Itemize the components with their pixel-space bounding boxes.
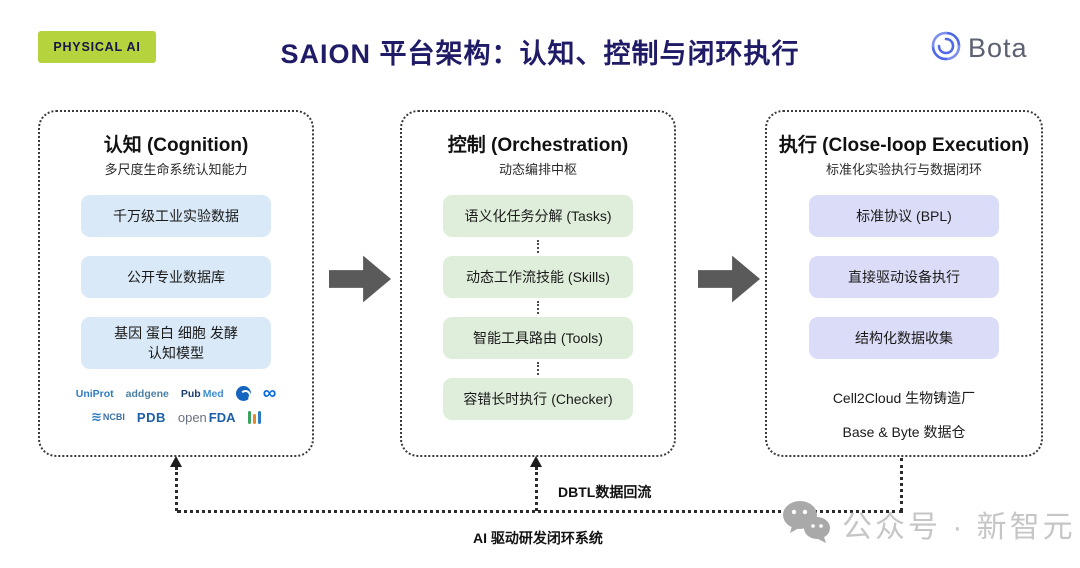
orchestration-title: 控制 (Orchestration): [447, 135, 629, 156]
cognition-item: 基因 蛋白 细胞 发酵 认知模型: [81, 317, 271, 369]
brand-name: Bota: [968, 33, 1028, 63]
watermark: 公众号 · 新智元: [780, 498, 1076, 549]
feedback-line-to-cognition: [175, 467, 178, 511]
execution-title: 执行 (Close-loop Execution): [778, 135, 1030, 156]
pdb-logo: PDB: [136, 409, 166, 425]
cognition-subtitle: 多尺度生命系统认知能力: [104, 162, 248, 177]
cognition-title: 认知 (Cognition): [103, 135, 249, 156]
orchestration-item: 动态工作流技能 (Skills): [443, 256, 633, 298]
orchestration-subtitle: 动态编排中枢: [498, 162, 577, 177]
page-title: SAION 平台架构：认知、控制与闭环执行: [280, 39, 800, 69]
step-connector: [537, 301, 539, 314]
addgene-logo: addgene: [125, 387, 169, 400]
blue-swirl-logo: [235, 386, 251, 401]
uniprot-logo: UniProt: [75, 387, 114, 400]
watermark-text: 公众号 · 新智元: [842, 510, 1076, 544]
execution-item: 结构化数据收集: [809, 317, 999, 359]
arrow-up-icon: [170, 456, 182, 467]
ai-loop-system-label: AI 驱动研发闭环系统: [473, 530, 603, 546]
orchestration-item: 语义化任务分解 (Tasks): [443, 195, 633, 237]
feedback-loop-rail: [177, 510, 903, 513]
arrow-up-icon: [530, 456, 542, 467]
execution-subtitle: 标准化实验执行与数据闭环: [825, 162, 982, 177]
brand-lockup: Bota: [930, 30, 1028, 67]
dbtl-backflow-label: DBTL数据回流: [558, 484, 652, 500]
cognition-panel: 认知 (Cognition) 多尺度生命系统认知能力 千万级工业实验数据 公开专…: [38, 110, 314, 457]
bota-knot-icon: [930, 30, 962, 67]
execution-item: 标准协议 (BPL): [809, 195, 999, 237]
orchestration-item: 智能工具路由 (Tools): [443, 317, 633, 359]
ncbi-logo: ≋NCBI: [91, 409, 125, 424]
cell2cloud-note: Cell2Cloud 生物铸造厂: [832, 390, 976, 406]
flow-arrow-right-icon: [698, 255, 760, 303]
feedback-line-from-execution: [900, 458, 903, 511]
cognition-item: 公开专业数据库: [81, 256, 271, 298]
physical-ai-badge: PHYSICAL AI: [38, 31, 156, 63]
orchestration-item: 容错长时执行 (Checker): [443, 378, 633, 420]
execution-item: 直接驱动设备执行: [809, 256, 999, 298]
base-byte-note: Base & Byte 数据仓: [842, 424, 966, 440]
execution-panel: 执行 (Close-loop Execution) 标准化实验执行与数据闭环 标…: [765, 110, 1043, 457]
feedback-line-to-orchestration: [535, 467, 538, 511]
orchestration-panel: 控制 (Orchestration) 动态编排中枢 语义化任务分解 (Tasks…: [400, 110, 676, 457]
step-connector: [537, 240, 539, 253]
cognition-item: 千万级工业实验数据: [81, 195, 271, 237]
flow-arrow-right-icon: [329, 255, 391, 303]
meta-logo: ∞: [262, 382, 277, 404]
dna-colorful-logo: [247, 410, 261, 424]
step-connector: [537, 362, 539, 375]
wechat-icon: [780, 498, 832, 549]
